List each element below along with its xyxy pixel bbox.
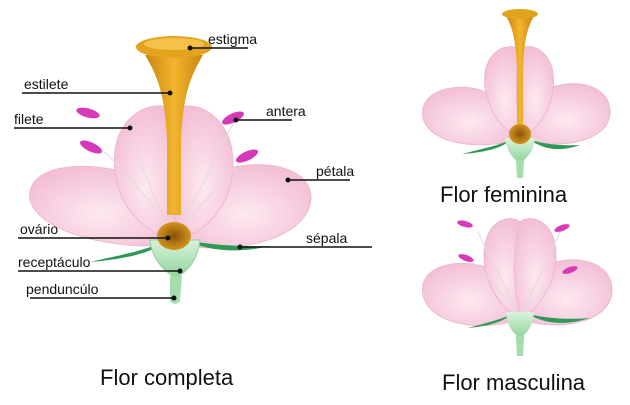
- sepal-right: [530, 140, 580, 150]
- female-flower: [422, 9, 611, 178]
- sepal-right: [185, 240, 270, 251]
- leader-lines: [14, 47, 372, 299]
- caption-male: Flor masculina: [442, 370, 586, 395]
- anther: [221, 111, 245, 125]
- label-sepala: sépala: [306, 230, 347, 246]
- anther: [554, 224, 570, 232]
- caption-female: Flor feminina: [440, 182, 568, 207]
- leader-dots: [127, 45, 291, 301]
- receptacle: [506, 312, 534, 338]
- label-antera: antera: [266, 103, 306, 119]
- petal-back-right: [515, 46, 554, 139]
- label-ovario: ovário: [20, 221, 58, 237]
- label-filete: filete: [14, 111, 44, 127]
- style: [506, 16, 534, 128]
- anther: [79, 140, 103, 154]
- anther: [235, 149, 259, 163]
- filaments: [99, 121, 245, 229]
- label-receptaculo: receptáculo: [18, 254, 91, 270]
- style: [145, 55, 203, 215]
- male-flower: [422, 218, 613, 356]
- label-petala: pétala: [316, 163, 354, 179]
- anther: [562, 266, 578, 274]
- anther: [458, 254, 474, 262]
- sepal-right: [528, 314, 590, 323]
- label-penduncul: penduncúlo: [26, 281, 99, 297]
- label-estigma: estigma: [208, 31, 257, 47]
- peduncle: [516, 336, 524, 356]
- peduncle: [516, 160, 524, 178]
- anther: [457, 220, 473, 228]
- ovary: [157, 222, 191, 250]
- stigma: [502, 9, 538, 19]
- peduncle: [170, 276, 182, 304]
- receptacle: [505, 138, 535, 163]
- label-estilete: estilete: [24, 76, 69, 92]
- caption-complete: Flor completa: [100, 365, 234, 390]
- ovary: [509, 124, 531, 144]
- filaments: [471, 231, 571, 313]
- anther: [76, 107, 100, 119]
